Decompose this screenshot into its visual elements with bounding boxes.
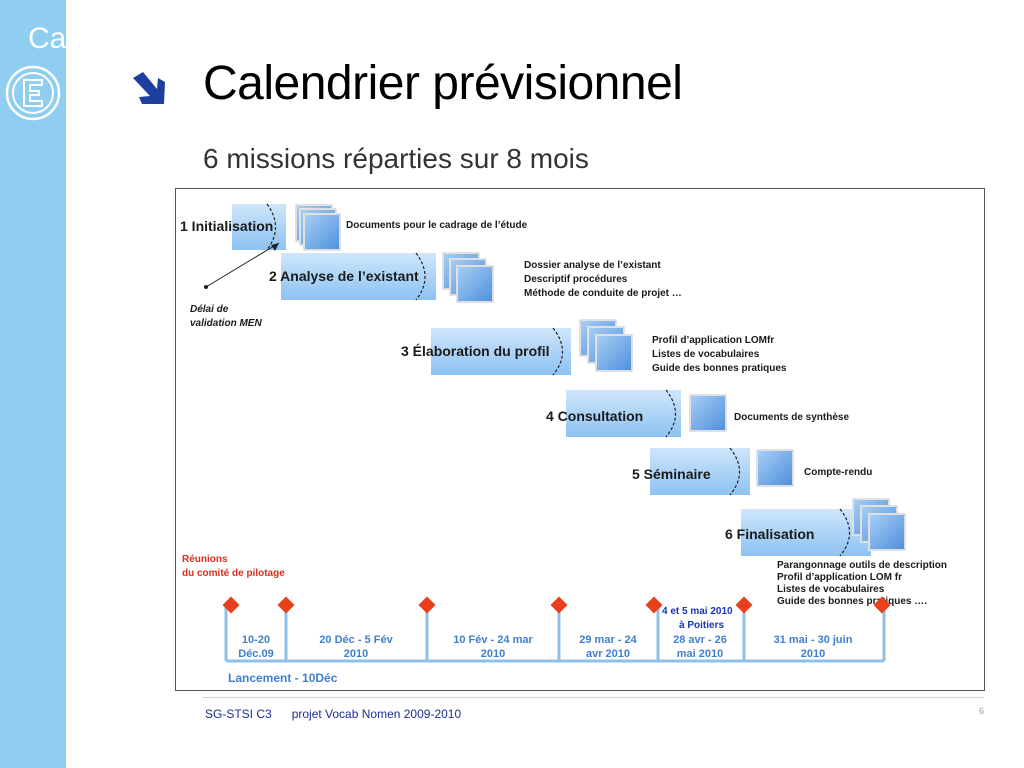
deliverable-text: Guide des bonnes pratiques ….	[777, 596, 927, 607]
period-label: avr 2010	[586, 648, 630, 660]
phase-label: 1 Initialisation	[180, 218, 273, 234]
phase-label: 6 Finalisation	[725, 526, 814, 542]
deliverable-text: Guide des bonnes pratiques	[652, 363, 787, 374]
deliverable-text: Profil d’application LOM fr	[777, 572, 902, 583]
period-label: 2010	[481, 648, 505, 660]
sidebar-title-fragment: Ca	[28, 22, 66, 55]
phase-label: 2 Analyse de l’existant	[269, 268, 419, 284]
highlight-label: 4 et 5 mai 2010	[662, 606, 733, 617]
deliverable-text: Parangonnage outils de description	[777, 560, 947, 571]
deliverable-text: Listes de vocabulaires	[652, 349, 760, 360]
meeting-marker	[277, 596, 295, 614]
phase-3: 3 Élaboration du profil Profil d’applica…	[401, 319, 787, 376]
phase-bar	[281, 253, 436, 300]
phase-6: 6 Finalisation Parangonnage outils de de…	[725, 498, 947, 607]
period-label: 2010	[801, 648, 825, 660]
period-label: mai 2010	[677, 648, 723, 660]
phase-1: 1 Initialisation Documents pour le cadra…	[180, 203, 528, 251]
phase-2: 2 Analyse de l’existant Dossier analyse …	[269, 252, 682, 303]
period-label: 10 Fév - 24 mar	[453, 634, 533, 646]
meeting-marker	[645, 596, 663, 614]
note-line: Délai de	[190, 304, 229, 315]
footer-org: SG-STSI C3	[205, 707, 272, 721]
page-number: 6	[979, 706, 985, 716]
meeting-marker	[550, 596, 568, 614]
emblem-logo-icon	[5, 65, 61, 121]
meetings-label: Réunions	[182, 554, 228, 565]
period-label: 10-20	[242, 634, 270, 646]
deliverable-text: Documents pour le cadrage de l’étude	[346, 220, 528, 231]
arrow-bullet-icon	[133, 72, 165, 104]
phase-bar	[650, 448, 750, 495]
phase-bar	[431, 328, 571, 375]
deliverable-text: Descriptif procédures	[524, 274, 628, 285]
page-subtitle: 6 missions réparties sur 8 mois	[203, 143, 589, 174]
period-label: 31 mai - 30 juin	[774, 634, 853, 646]
period-label: 28 avr - 26	[673, 634, 727, 646]
phase-bar	[232, 204, 286, 250]
period-label: 2010	[344, 648, 368, 660]
timeline: 10-20 Déc.09 20 Déc - 5 Fév 2010 10 Fév …	[222, 596, 891, 685]
launch-label: Lancement - 10Déc	[228, 671, 338, 685]
sidebar: Ca	[0, 0, 66, 768]
footer-divider	[203, 697, 984, 698]
deliverable-text: Listes de vocabulaires	[777, 584, 885, 595]
period-label: 20 Déc - 5 Fév	[319, 634, 393, 646]
phase-4: 4 Consultation Documents de synthèse	[546, 389, 849, 438]
phase-label: 5 Séminaire	[632, 466, 711, 482]
meeting-marker	[418, 596, 436, 614]
deliverable-text: Compte-rendu	[804, 467, 872, 478]
meeting-marker	[222, 596, 240, 614]
footer: SG-STSI C3 projet Vocab Nomen 2009-2010	[205, 707, 461, 721]
deliverable-text: Méthode de conduite de projet …	[524, 288, 682, 299]
meeting-marker	[735, 596, 753, 614]
footer-project: projet Vocab Nomen 2009-2010	[291, 707, 462, 721]
period-label: Déc.09	[238, 648, 273, 660]
period-label: 29 mar - 24	[579, 634, 637, 646]
meeting-marker	[873, 596, 891, 614]
highlight-label: à Poitiers	[679, 620, 724, 631]
page-title: Calendrier prévisionnel	[203, 57, 683, 110]
phase-bar	[566, 390, 681, 437]
meetings-label: du comité de pilotage	[182, 568, 285, 579]
delay-note: Délai de validation MEN	[190, 242, 280, 329]
phase-label: 4 Consultation	[546, 408, 643, 424]
deliverable-text: Documents de synthèse	[734, 412, 849, 423]
deliverable-text: Profil d’application LOMfr	[652, 335, 774, 346]
timeline-diagram: 1 Initialisation Documents pour le cadra…	[175, 188, 985, 691]
phase-5: 5 Séminaire Compte-rendu	[632, 447, 872, 496]
deliverable-text: Dossier analyse de l’existant	[524, 260, 661, 271]
phase-label: 3 Élaboration du profil	[401, 343, 550, 359]
note-line: validation MEN	[190, 318, 262, 329]
